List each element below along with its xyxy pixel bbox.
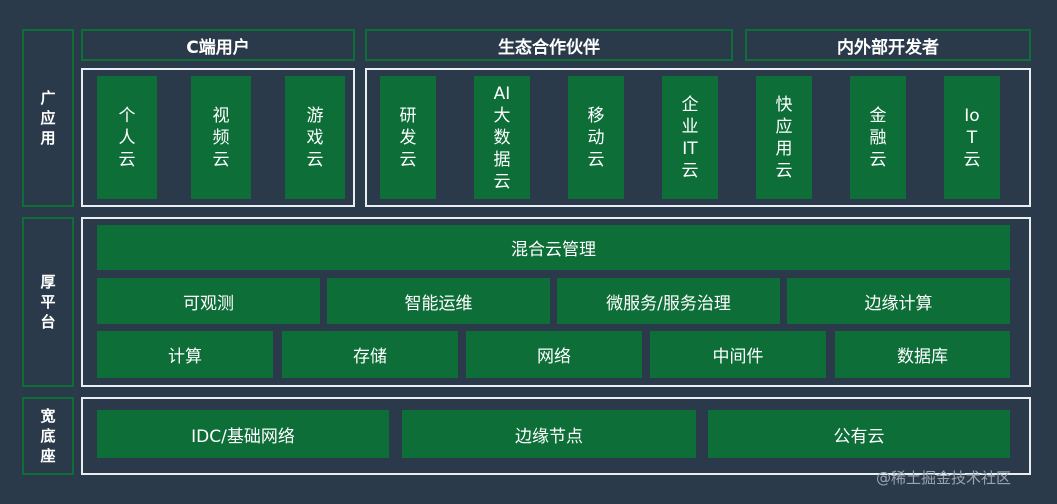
base-tile-public-cloud: 公有云	[708, 410, 1010, 458]
app-tile-label: 个人云	[118, 105, 136, 170]
platform-tile-compute: 计算	[97, 331, 273, 378]
app-tile-mobile-cloud: 移动云	[568, 76, 624, 199]
app-tile-finance-cloud: 金融云	[850, 76, 906, 199]
watermark: @稀土掘金技术社区	[876, 468, 1012, 487]
app-tile-quickapp-cloud: 快应用云	[756, 76, 812, 199]
platform-tile-network: 网络	[466, 331, 642, 378]
app-tile-rnd-cloud: 研发云	[380, 76, 436, 199]
c-apps-frame	[81, 68, 355, 207]
app-tile-label: 移动云	[587, 105, 605, 170]
platform-frame	[81, 217, 1031, 387]
eco-apps-frame	[365, 68, 1031, 207]
app-tile-personal-cloud: 个人云	[97, 76, 157, 199]
side-label-app: 广应用	[22, 29, 74, 207]
base-frame	[81, 397, 1031, 475]
base-tile-idc-network: IDC/基础网络	[97, 410, 389, 458]
app-tile-label: 企业IT云	[681, 94, 699, 181]
side-label-app-text: 广应用	[40, 89, 56, 147]
side-label-base: 宽底座	[22, 397, 74, 475]
app-tile-label: 研发云	[399, 105, 417, 170]
platform-tile-observability: 可观测	[97, 278, 320, 324]
platform-tile-hybrid-cloud-management: 混合云管理	[97, 225, 1010, 270]
platform-tile-aiops: 智能运维	[327, 278, 550, 324]
side-label-platform-text: 厚平台	[40, 273, 56, 331]
app-tile-label: AI大数据云	[493, 83, 511, 192]
app-tile-label: 游戏云	[306, 105, 324, 170]
app-tile-label: IoT云	[963, 105, 981, 170]
side-label-platform: 厚平台	[22, 217, 74, 387]
app-tile-enterprise-it-cloud: 企业IT云	[662, 76, 718, 199]
app-tile-label: 快应用云	[775, 94, 793, 181]
platform-tile-storage: 存储	[282, 331, 458, 378]
side-label-base-text: 宽底座	[40, 407, 56, 465]
app-tile-video-cloud: 视频云	[191, 76, 251, 199]
app-tile-label: 视频云	[212, 105, 230, 170]
header-c-users: C端用户	[81, 29, 355, 61]
app-tile-iot-cloud: IoT云	[944, 76, 1000, 199]
platform-tile-edge-computing: 边缘计算	[787, 278, 1010, 324]
app-tile-ai-bigdata-cloud: AI大数据云	[474, 76, 530, 199]
platform-tile-database: 数据库	[835, 331, 1010, 378]
header-developers: 内外部开发者	[745, 29, 1031, 61]
platform-tile-middleware: 中间件	[650, 331, 826, 378]
platform-tile-microservices: 微服务/服务治理	[557, 278, 780, 324]
app-tile-game-cloud: 游戏云	[285, 76, 345, 199]
app-tile-label: 金融云	[869, 105, 887, 170]
header-ecosystem: 生态合作伙伴	[365, 29, 733, 61]
base-tile-edge-nodes: 边缘节点	[402, 410, 696, 458]
